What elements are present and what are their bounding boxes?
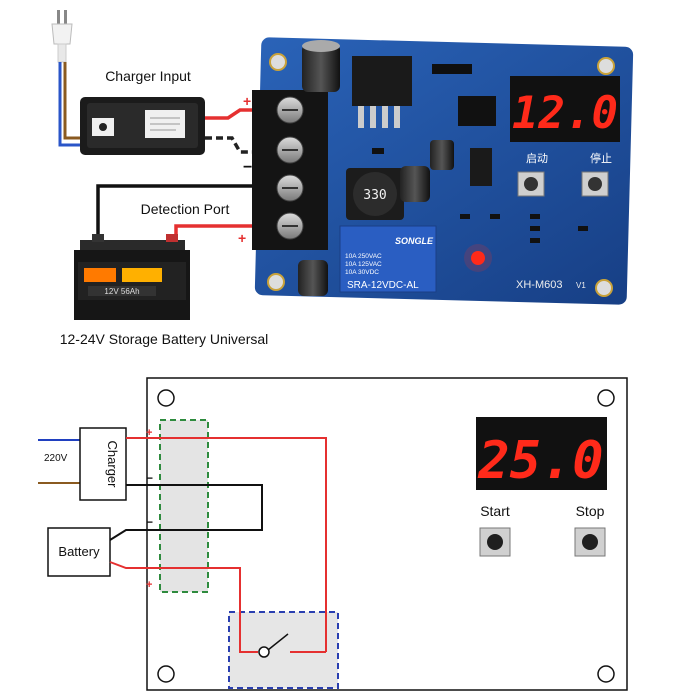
- photo-start-button-label: 启动: [526, 152, 548, 165]
- regulator-ic: [352, 56, 412, 106]
- schematic-battery-box: [47, 527, 111, 577]
- schematic-charger-label: Charger: [105, 441, 120, 489]
- photo-7seg-display: [510, 76, 620, 142]
- photo-illustration: Charger Input + − Detection Port +: [51, 10, 634, 347]
- schematic-battery-label: Battery: [58, 544, 100, 559]
- schematic-mains-label: 220V: [44, 453, 68, 464]
- status-led: [471, 251, 485, 265]
- charger-plus-sign: +: [243, 93, 251, 109]
- microcontroller: [458, 96, 496, 126]
- schematic-display-value: 25.0: [477, 431, 603, 491]
- relay-contact-left: [258, 646, 270, 658]
- photo-stop-button: [581, 171, 609, 197]
- schematic-wire-negative-loop: [126, 484, 263, 531]
- schematic-hole-bl: [157, 665, 175, 683]
- board-version-label: V1: [576, 281, 586, 290]
- relay: [339, 225, 437, 293]
- charger-input-label: Charger Input: [105, 68, 191, 84]
- schematic-hole-br: [597, 665, 615, 683]
- relay-rating-2: 10A 125VAC: [345, 261, 382, 268]
- terminal-screws: [276, 96, 304, 240]
- photo-display-value: 12.0: [512, 88, 618, 139]
- pcb-board: 330 SONGLE 10A 250VAC 10A 125VAC 10A 30V…: [252, 37, 634, 305]
- capacitor-top: [302, 44, 340, 92]
- schematic-plus-bottom: +: [146, 579, 152, 591]
- stop-button-label: Stop: [576, 503, 605, 519]
- storage-battery: 12V 56Ah: [74, 234, 190, 320]
- relay-rating-1: 10A 250VAC: [345, 253, 382, 260]
- board-model-label: XH-M603: [516, 279, 562, 291]
- relay-rating-3: 10A 30VDC: [345, 269, 379, 276]
- schematic-plus-top: +: [146, 427, 152, 439]
- schematic-hole-tr: [597, 389, 615, 407]
- battery-caption: 12-24V Storage Battery Universal: [60, 331, 269, 347]
- charger-adapter: [80, 97, 205, 155]
- mains-plug-icon: [51, 10, 73, 63]
- schematic-hole-tl: [157, 389, 175, 407]
- schematic-minus-1: −: [146, 471, 153, 485]
- schematic-7seg-display: [476, 417, 607, 490]
- detection-plus-sign: +: [238, 230, 246, 246]
- schematic-wire-charger-positive: [126, 437, 327, 652]
- photo-stop-button-label: 停止: [590, 151, 612, 165]
- inductor-value: 330: [363, 188, 386, 203]
- relay-model: SRA-12VDC-AL: [347, 280, 419, 291]
- relay-switch-arm: [267, 633, 289, 651]
- schematic-charger-box: [79, 427, 127, 501]
- schematic-diagram: 220V Charger + − − Battery + 25.0 Start …: [38, 377, 628, 691]
- schematic-terminal-strip: [159, 419, 209, 593]
- start-button-label: Start: [480, 503, 510, 519]
- detection-port-label: Detection Port: [141, 201, 230, 217]
- schematic-wire-battery-negative: [109, 529, 160, 541]
- battery-spec-label: 12V 56Ah: [104, 287, 139, 296]
- charger-minus-sign: −: [243, 159, 252, 176]
- relay-brand: SONGLE: [395, 236, 434, 246]
- battery-wire-negative: [96, 184, 268, 238]
- schematic-minus-2: −: [146, 515, 153, 529]
- schematic-relay-box: [228, 611, 339, 689]
- schematic-wire-battery-positive: [109, 561, 258, 653]
